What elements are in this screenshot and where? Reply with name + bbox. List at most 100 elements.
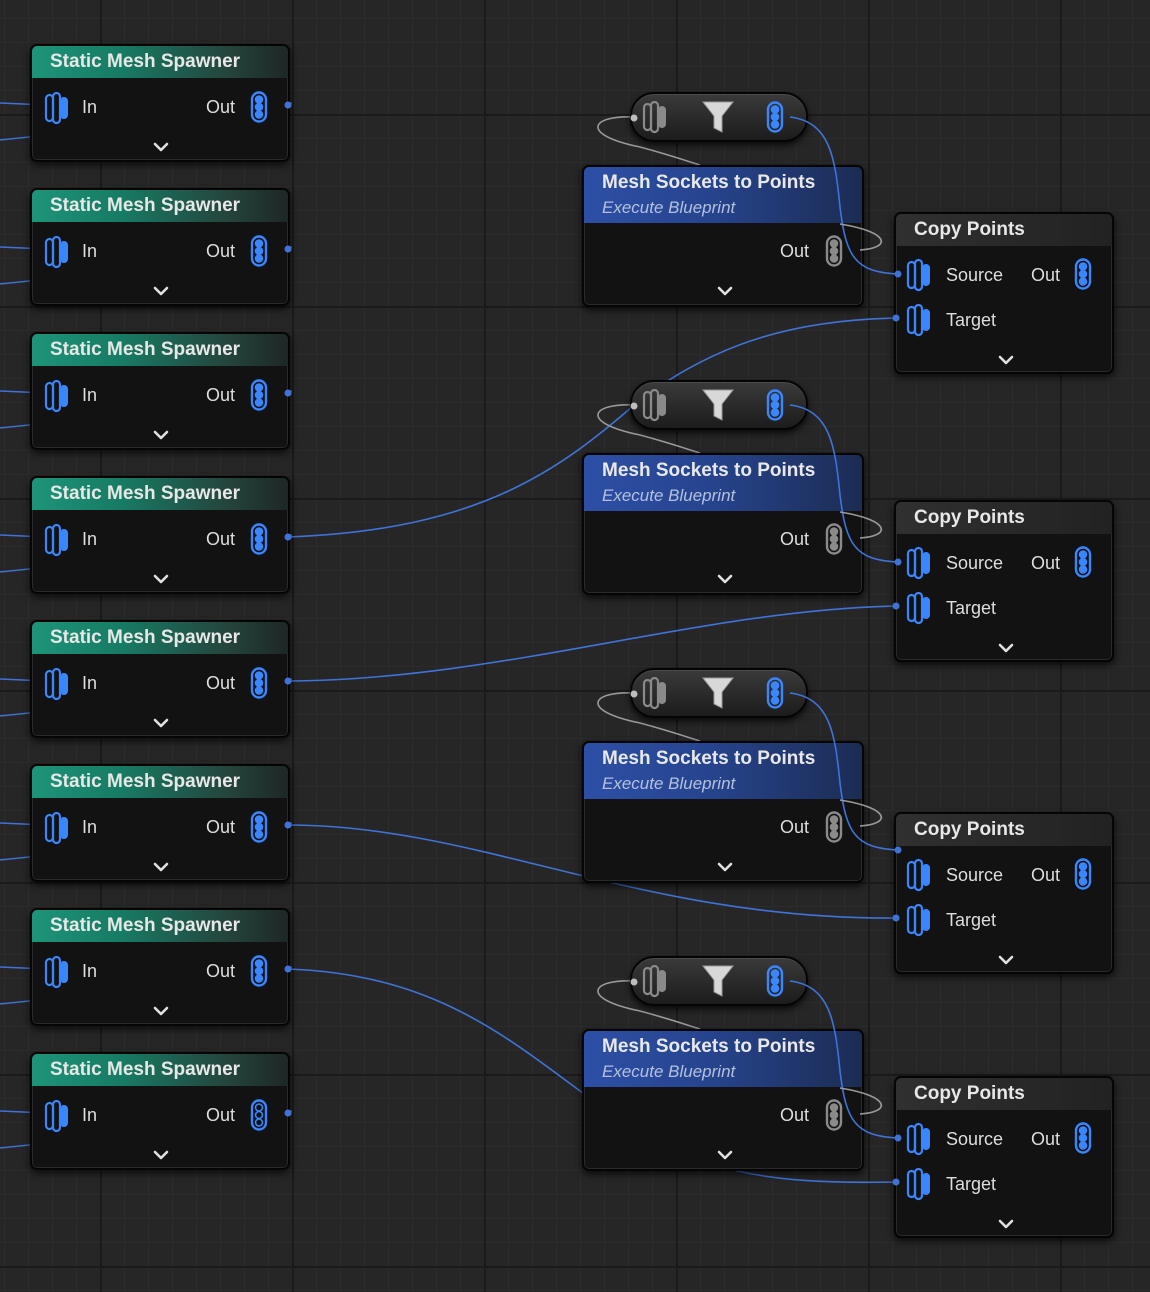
points-input-pin-icon[interactable] [906, 1122, 936, 1161]
points-output-pin-icon[interactable] [249, 667, 269, 704]
output-pin-label: Out [206, 1105, 236, 1125]
target-pin-label: Target [946, 598, 997, 618]
source-pin-label: Source [946, 553, 1004, 573]
node-subtitle: Execute Blueprint [584, 196, 862, 223]
chevron-down-icon[interactable] [998, 353, 1014, 371]
points-output-pin-icon[interactable] [1073, 1122, 1093, 1159]
points-input-pin-icon[interactable] [642, 964, 672, 1003]
chevron-down-icon[interactable] [153, 572, 169, 590]
filter-node[interactable] [630, 92, 808, 142]
points-output-pin-icon[interactable] [249, 955, 269, 992]
node-title: Static Mesh Spawner [32, 334, 288, 366]
chevron-down-icon[interactable] [153, 860, 169, 878]
points-input-pin-icon[interactable] [44, 523, 74, 562]
output-pin-label: Out [206, 817, 236, 837]
points-input-pin-icon[interactable] [642, 388, 672, 427]
points-output-pin-icon[interactable] [249, 1099, 269, 1136]
points-output-pin-icon[interactable] [249, 379, 269, 416]
points-input-pin-icon[interactable] [906, 858, 936, 897]
chevron-down-icon[interactable] [153, 140, 169, 158]
chevron-down-icon[interactable] [998, 953, 1014, 971]
points-output-pin-icon[interactable] [765, 965, 785, 1002]
points-input-pin-icon[interactable] [44, 379, 74, 418]
chevron-down-icon[interactable] [717, 572, 733, 590]
points-output-pin-icon[interactable] [249, 811, 269, 848]
points-output-pin-icon[interactable] [765, 389, 785, 426]
points-input-pin-icon[interactable] [642, 676, 672, 715]
points-output-pin-icon[interactable] [1073, 546, 1093, 583]
points-output-pin-icon[interactable] [249, 91, 269, 128]
chevron-down-icon[interactable] [717, 1148, 733, 1166]
output-pin-label: Out [206, 529, 236, 549]
points-output-pin-icon[interactable] [765, 677, 785, 714]
points-output-pin-icon[interactable] [249, 235, 269, 272]
input-pin-label: In [82, 1105, 98, 1125]
points-input-pin-icon[interactable] [44, 955, 74, 994]
points-output-pin-icon[interactable] [824, 811, 844, 848]
output-pin-label: Out [780, 529, 810, 549]
chevron-down-icon[interactable] [998, 641, 1014, 659]
source-pin-label: Source [946, 265, 1004, 285]
node-title: Static Mesh Spawner [32, 46, 288, 78]
input-pin-label: In [82, 673, 98, 693]
points-input-pin-icon[interactable] [44, 811, 74, 850]
output-pin-label: Out [1031, 553, 1061, 573]
chevron-down-icon[interactable] [717, 284, 733, 302]
points-input-pin-icon[interactable] [906, 591, 936, 630]
node-title: Mesh Sockets to Points [584, 743, 862, 772]
filter-node[interactable] [630, 956, 808, 1006]
points-input-pin-icon[interactable] [906, 303, 936, 342]
points-input-pin-icon[interactable] [906, 546, 936, 585]
chevron-down-icon[interactable] [717, 860, 733, 878]
points-output-pin-icon[interactable] [1073, 258, 1093, 295]
points-input-pin-icon[interactable] [906, 1167, 936, 1206]
output-pin-label: Out [1031, 1129, 1061, 1149]
points-input-pin-icon[interactable] [44, 1099, 74, 1138]
points-output-pin-icon[interactable] [824, 1099, 844, 1136]
output-pin-label: Out [206, 673, 236, 693]
node-title: Mesh Sockets to Points [584, 167, 862, 196]
chevron-down-icon[interactable] [153, 716, 169, 734]
filter-node[interactable] [630, 668, 808, 718]
points-output-pin-icon[interactable] [824, 235, 844, 272]
points-output-pin-icon[interactable] [249, 523, 269, 560]
chevron-down-icon[interactable] [153, 1148, 169, 1166]
points-output-pin-icon[interactable] [765, 101, 785, 138]
source-pin-label: Source [946, 865, 1004, 885]
points-output-pin-icon[interactable] [824, 523, 844, 560]
node-title: Static Mesh Spawner [32, 190, 288, 222]
output-pin-label: Out [206, 961, 236, 981]
points-input-pin-icon[interactable] [44, 91, 74, 130]
filter-node[interactable] [630, 380, 808, 430]
chevron-down-icon[interactable] [153, 1004, 169, 1022]
node-subtitle: Execute Blueprint [584, 1060, 862, 1087]
points-input-pin-icon[interactable] [44, 667, 74, 706]
input-pin-label: In [82, 97, 98, 117]
points-input-pin-icon[interactable] [906, 258, 936, 297]
points-output-pin-icon[interactable] [1073, 858, 1093, 895]
chevron-down-icon[interactable] [998, 1217, 1014, 1235]
points-input-pin-icon[interactable] [906, 903, 936, 942]
chevron-down-icon[interactable] [153, 284, 169, 302]
node-subtitle: Execute Blueprint [584, 772, 862, 799]
points-input-pin-icon[interactable] [44, 235, 74, 274]
node-title: Static Mesh Spawner [32, 478, 288, 510]
points-input-pin-icon[interactable] [642, 100, 672, 139]
chevron-down-icon[interactable] [153, 428, 169, 446]
